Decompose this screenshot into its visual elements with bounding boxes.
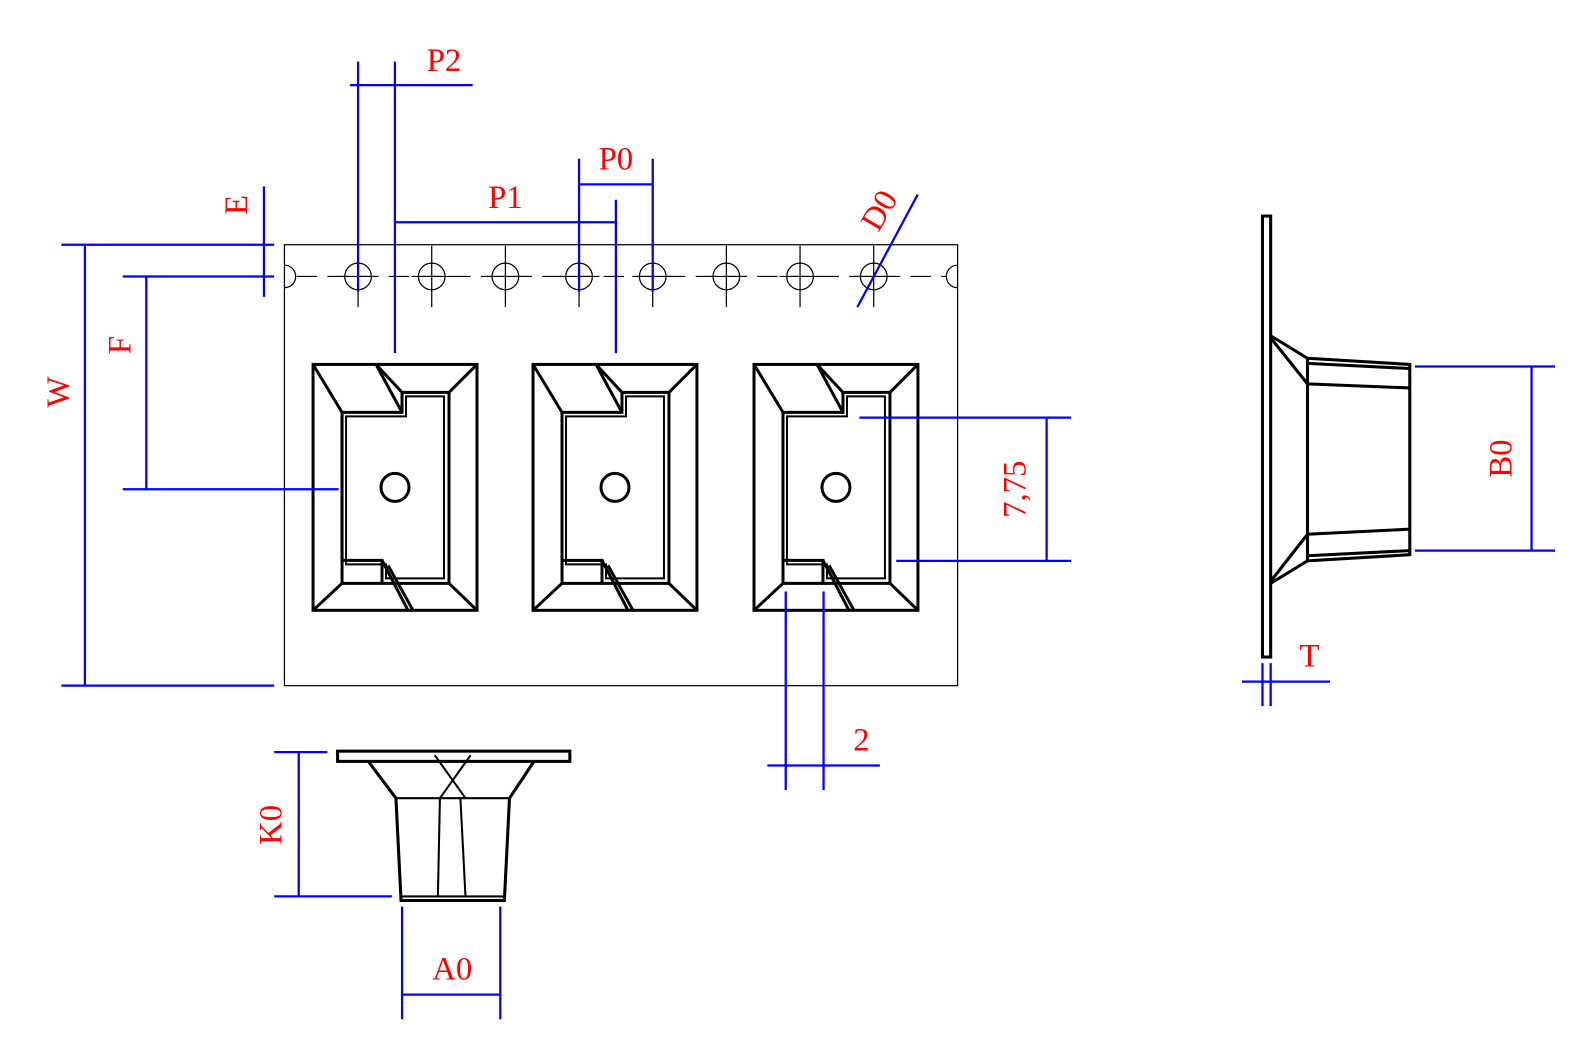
label-gap: 2	[853, 722, 869, 758]
label-t: T	[1300, 639, 1320, 675]
sprocket-hole	[410, 245, 453, 308]
label-e: E	[219, 195, 255, 215]
edge-half-hole-right	[945, 264, 958, 289]
dimension-gap: 2	[767, 591, 880, 791]
label-pocket-pitch: 7,75	[997, 461, 1033, 518]
edge-half-hole-left	[284, 264, 297, 289]
dimension-p2: P2	[349, 43, 473, 354]
tape-top-view	[283, 244, 959, 687]
sprocket-hole	[484, 245, 527, 308]
dimension-e: E	[61, 186, 275, 297]
dimension-t: T	[1242, 639, 1330, 707]
dimension-pocket-pitch: 7,75	[859, 416, 1072, 562]
dimension-w: W	[41, 244, 275, 687]
label-p0: P0	[599, 141, 634, 177]
label-w: W	[41, 376, 77, 407]
dimension-p0: P0	[577, 141, 654, 292]
label-p2: P2	[427, 43, 462, 79]
tape-outline	[283, 244, 959, 687]
label-k0: K0	[254, 805, 290, 845]
label-a0: A0	[432, 952, 472, 988]
dimension-f: F	[102, 276, 339, 491]
side-view	[1260, 214, 1412, 659]
label-b0: B0	[1483, 439, 1519, 477]
dimension-k0: K0	[254, 751, 392, 898]
sprocket-hole	[778, 245, 822, 308]
sprocket-hole	[705, 245, 748, 308]
pocket	[531, 362, 699, 612]
pocket	[311, 362, 479, 612]
dimension-b0: B0	[1414, 365, 1556, 552]
label-f: F	[102, 336, 138, 354]
dimension-a0: A0	[400, 906, 502, 1020]
label-d0: D0	[854, 184, 905, 237]
label-p1: P1	[488, 180, 523, 216]
section-view	[336, 749, 572, 903]
dimension-d0: D0	[854, 184, 919, 308]
dimension-p1: P1	[394, 180, 618, 354]
pocket	[752, 362, 920, 612]
